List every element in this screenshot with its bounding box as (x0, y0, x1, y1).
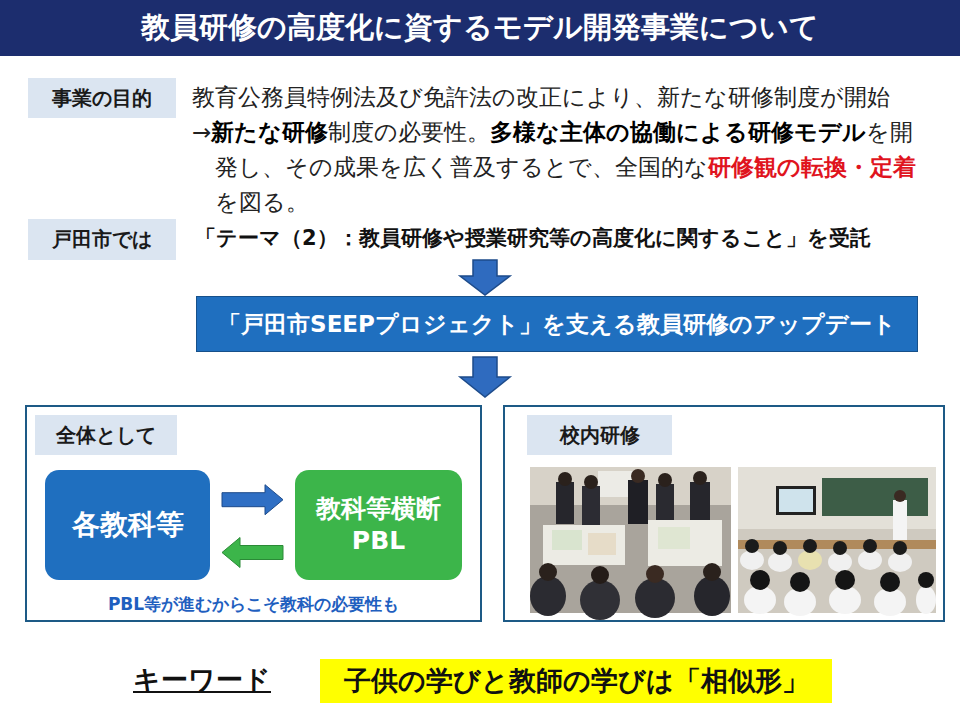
photo-shape (635, 578, 675, 618)
heading-tab: 事業の目的 (28, 78, 176, 118)
photo-shape (543, 525, 625, 565)
purpose-body: 教育公務員特例法及び免許法の改正により、新たな研修制度が開始 →新たな研修制度の必… (192, 80, 934, 220)
tab-label: 戸田市では (52, 226, 152, 253)
photo-shape (893, 500, 907, 540)
photo-shape (916, 586, 936, 614)
title: 教員研修の高度化に資するモデル開発事業について (141, 8, 819, 48)
down-arrow (460, 357, 510, 397)
photo-shape (552, 530, 582, 550)
tab-label: 事業の目的 (52, 85, 152, 112)
panel-caption: PBL等が進むからこそ教科の必要性も (27, 593, 480, 616)
paragraph: 教育公務員特例法及び免許法の改正により、新たな研修制度が開始 (192, 80, 934, 115)
paragraph: →新たな研修制度の必要性。多様な主体の協働による研修モデルを開発し、その成果を広… (192, 115, 934, 220)
photo-shape (694, 576, 730, 616)
keyword-label: キーワード (133, 664, 271, 695)
photo-shape (556, 482, 574, 524)
photo-shape (829, 586, 861, 614)
panel-heading: 校内研修 (527, 415, 672, 455)
photo-shape (880, 572, 900, 592)
photo-shape (631, 469, 645, 483)
photo-shape (584, 475, 598, 489)
photo-classroom (738, 467, 936, 616)
photo-shape (580, 580, 620, 620)
band-label: 「戸田市SEEPプロジェクト」を支える教員研修のアップデート (218, 309, 896, 340)
photo-shape (779, 489, 813, 512)
photo-meeting (530, 467, 731, 620)
box-label: 各教科等 (72, 506, 184, 544)
theme-line: 「テーマ（2）：教員研修や授業研究等の高度化に関すること」を受託 (195, 224, 871, 252)
heading-tab: 戸田市では (28, 219, 176, 260)
purpose-text: を図る。 (215, 189, 309, 215)
photo-shape (918, 572, 934, 588)
photo-shape (773, 541, 787, 555)
panel: 全体として PBL等が進むからこそ教科の必要性も 各教科等 教科等横断 PBL (25, 405, 482, 622)
subject-box: 各教科等 (45, 470, 210, 580)
photo-shape (558, 472, 572, 486)
photo-shape (646, 565, 664, 583)
photo-shape (658, 473, 672, 487)
photo-shape (628, 480, 648, 524)
photo-shape (690, 482, 710, 526)
photo-shape (784, 588, 816, 616)
photo-shape (591, 566, 609, 584)
photo-shape (460, 357, 510, 397)
down-arrow (460, 260, 510, 295)
project-band: 「戸田市SEEPプロジェクト」を支える教員研修のアップデート (196, 296, 918, 352)
photo-shape (582, 486, 600, 526)
photo-shape (656, 484, 674, 524)
photo-shape (530, 576, 566, 616)
photo-shape (693, 471, 707, 485)
photo-shape (744, 586, 776, 614)
purpose-highlight: 研修観の転換・定着 (708, 154, 916, 180)
photo-shape (658, 527, 690, 549)
photo-shape (790, 572, 810, 592)
photo-shape (874, 588, 906, 616)
panel-heading: 全体として (35, 415, 177, 455)
photo-shape (703, 563, 721, 581)
photo-shape (822, 478, 928, 516)
photo-shape (833, 541, 847, 555)
keyword-highlight: 子供の学びと教師の学びは「相似形」 (320, 659, 832, 703)
photo-shape (738, 467, 936, 613)
purpose-text: → (192, 119, 211, 145)
photo-shape (648, 520, 722, 566)
panel: 校内研修 (503, 405, 945, 622)
block-arrow (222, 485, 283, 515)
keyword-text: 子供の学びと教師の学びは「相似形」 (344, 663, 809, 699)
theme-text: 「テーマ（2）：教員研修や授業研究等の高度化に関すること」を受託 (195, 226, 871, 250)
purpose-emphasis: 多様な主体の協働による研修モデル (490, 119, 866, 145)
title-bar: 教員研修の高度化に資するモデル開発事業について (0, 0, 960, 56)
photo-shape (803, 539, 817, 553)
pbl-box: 教科等横断 PBL (295, 470, 462, 580)
photo-shape (460, 260, 510, 295)
photo-shape (835, 570, 855, 590)
purpose-text: 教育公務員特例法及び免許法の改正により、新たな研修制度が開始 (192, 84, 890, 110)
photo-shape (863, 539, 877, 553)
box-label: 教科等横断 PBL (307, 493, 450, 558)
photo-shape (539, 563, 557, 581)
photo-shape (750, 570, 770, 590)
photo-shape (894, 490, 906, 502)
keyword-line: キーワード (133, 662, 271, 698)
photo-shape (776, 486, 816, 515)
photo-shape (745, 539, 759, 553)
purpose-emphasis: 新たな研修 (211, 119, 328, 145)
purpose-text: 制度の必要性。 (328, 119, 490, 145)
photo-shape (588, 533, 616, 555)
block-arrow (222, 538, 283, 568)
photo-shape (893, 541, 907, 555)
